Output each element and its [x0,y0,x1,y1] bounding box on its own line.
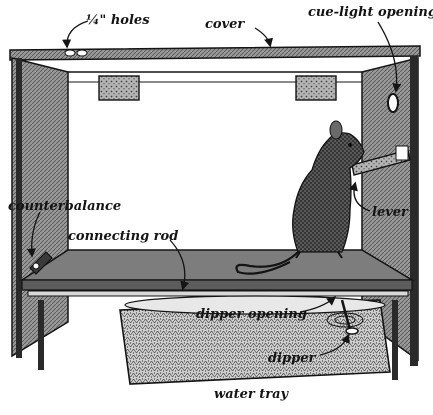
water-tray [119,295,391,385]
label-cue-light-opening: cue-light opening [308,5,433,20]
lever [351,145,411,176]
cover-board [9,45,421,61]
label-lever: lever [372,205,409,220]
dipper [340,299,359,335]
label-dipper: dipper [268,351,316,366]
rat [235,120,365,275]
counterbalance [29,251,53,275]
label-pointers [26,20,402,356]
floor [19,249,415,291]
label-connecting-rod: connecting rod [68,229,178,244]
left-wall [11,57,69,370]
quarter-hole-icon [64,49,76,57]
label-dipper-opening: dipper opening [196,307,307,322]
label-cover: cover [205,17,245,32]
quarter-hole-icon [76,49,88,57]
bracket-left [98,75,140,101]
label-water-tray: water tray [214,387,290,402]
label-quarter-holes: ¼" holes [86,13,150,28]
connecting-rod [27,290,409,297]
label-counterbalance: counterbalance [8,199,121,214]
bracket-right [295,75,337,101]
cue-light-icon [387,93,399,113]
